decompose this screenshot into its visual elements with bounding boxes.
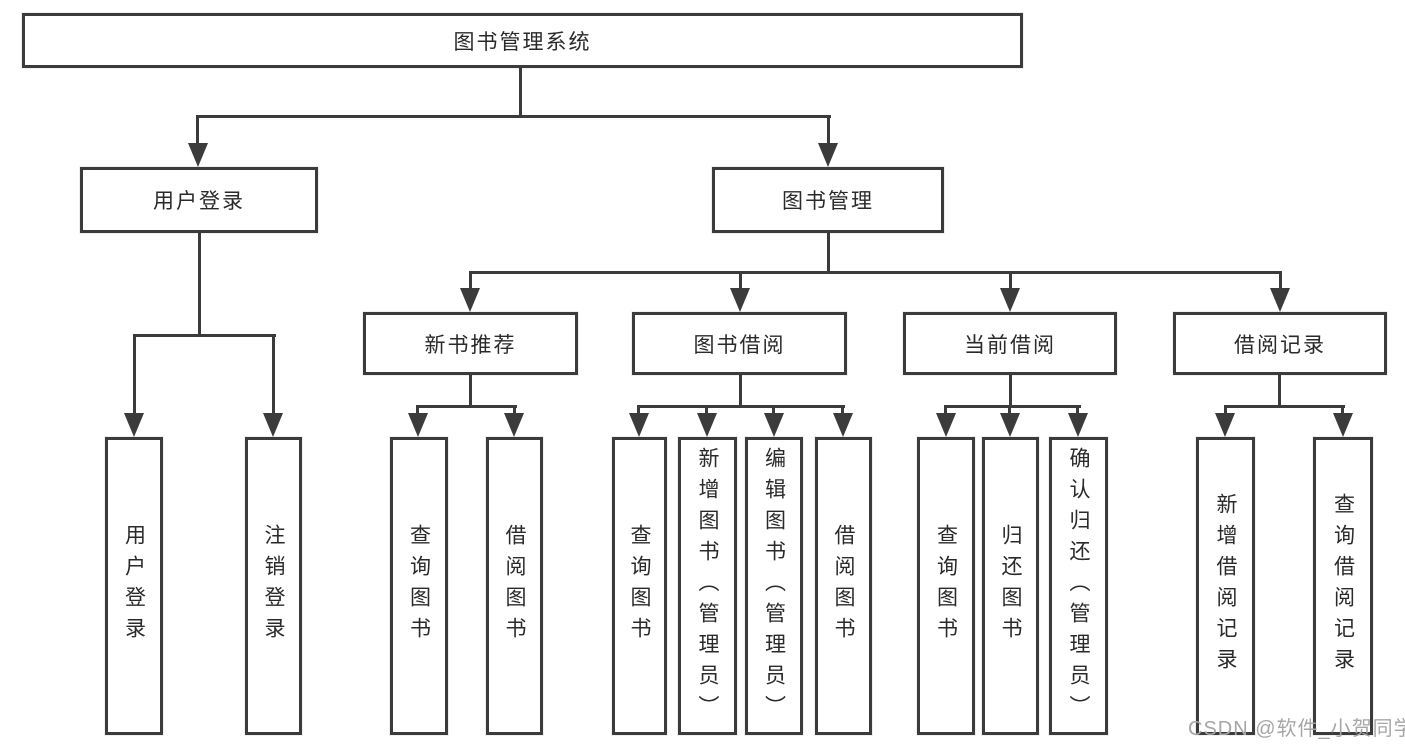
leaf-add-borrow-record: 新增借阅记录 [1196,437,1255,735]
connector-line [827,233,830,273]
arrowhead-down-icon [1333,413,1353,437]
connector-line [944,405,1081,408]
connector-line [469,271,472,291]
csdn-watermark: CSDN @软件_小贺同学 [1188,718,1405,740]
node-borrowing-records: 借阅记录 [1173,312,1387,375]
connector-line [513,405,516,417]
leaf-query-books-borrowing: 查询图书 [612,437,667,735]
node-new-book-recommendation: 新书推荐 [363,312,578,375]
node-label: 图书管理 [782,190,874,213]
node-label: 新增图书（管理员） [696,446,719,726]
connector-line [739,375,742,408]
connector-line [1076,405,1079,417]
connector-line [133,334,136,416]
node-label: 用户登录 [122,524,146,648]
connector-line [705,405,708,417]
connector-line [1009,271,1012,291]
node-label: 当前借阅 [964,333,1056,357]
node-label: 查询图书 [407,524,431,648]
node-library-management-system: 图书管理系统 [22,13,1023,68]
arrowhead-down-icon [1000,413,1020,437]
leaf-borrow-books-recommend: 借阅图书 [486,437,543,735]
connector-line [272,334,275,416]
connector-line [469,271,1281,274]
arrowhead-down-icon [1215,413,1235,437]
arrowhead-down-icon [833,413,853,437]
connector-line [196,115,831,118]
connector-line [1009,375,1012,408]
connector-line [519,68,522,116]
leaf-user-login: 用户登录 [105,437,163,735]
arrowhead-down-icon [408,413,428,437]
leaf-query-borrow-record: 查询借阅记录 [1313,437,1373,735]
leaf-query-books-recommend: 查询图书 [390,437,448,735]
node-book-borrowing: 图书借阅 [632,312,847,375]
connector-line [739,271,742,291]
node-label: 借阅图书 [832,524,855,648]
node-label: 查询图书 [934,524,958,648]
node-label: 注销登录 [262,524,285,648]
connector-line [772,405,775,417]
node-label: 图书借阅 [693,333,786,357]
node-label: 归还图书 [999,524,1022,648]
leaf-logout: 注销登录 [245,437,302,735]
connector-line [637,405,845,408]
arrowhead-down-icon [764,413,784,437]
arrowhead-down-icon [818,143,838,167]
leaf-edit-books-admin: 编辑图书（管理员） [745,437,803,735]
arrowhead-down-icon [629,413,649,437]
node-label: 用户登录 [153,190,245,213]
node-label: 确认归还（管理员） [1067,446,1090,726]
leaf-confirm-return-admin: 确认归还（管理员） [1049,437,1108,735]
connector-line [416,405,419,417]
connector-line [827,115,830,145]
arrowhead-down-icon [263,413,283,437]
arrowhead-down-icon [1270,288,1290,312]
connector-line [1279,271,1282,291]
arrowhead-down-icon [460,288,480,312]
arrowhead-down-icon [1000,288,1020,312]
connector-line [196,115,199,145]
node-label: 新增借阅记录 [1214,493,1237,679]
arrowhead-down-icon [1068,413,1088,437]
node-current-borrowing: 当前借阅 [903,312,1117,375]
connector-line [944,405,947,417]
connector-line [198,233,201,335]
connector-line [417,405,517,408]
node-label: 图书管理系统 [453,30,592,54]
node-label: 借阅图书 [503,524,526,648]
leaf-return-books: 归还图书 [982,437,1039,735]
connector-line [1278,375,1281,408]
arrowhead-down-icon [730,288,750,312]
connector-line [1224,405,1227,417]
leaf-add-books-admin: 新增图书（管理员） [678,437,737,735]
arrowhead-down-icon [124,413,144,437]
connector-line [1341,405,1344,417]
connector-line [1008,405,1011,417]
arrowhead-down-icon [504,413,524,437]
connector-line [637,405,640,417]
leaf-query-books-current: 查询图书 [917,437,975,735]
node-label: 查询图书 [628,524,651,648]
node-label: 查询借阅记录 [1331,493,1355,679]
node-label: 编辑图书（管理员） [762,446,786,726]
connector-line [133,334,276,337]
arrowhead-down-icon [188,143,208,167]
node-label: 新书推荐 [424,333,517,357]
leaf-borrow-books: 借阅图书 [815,437,872,735]
node-book-management: 图书管理 [712,167,944,233]
connector-line [841,405,844,417]
arrowhead-down-icon [936,413,956,437]
arrowhead-down-icon [697,413,717,437]
node-user-login: 用户登录 [80,167,318,233]
connector-line [469,375,472,408]
connector-line [1224,405,1345,408]
node-label: 借阅记录 [1234,333,1326,357]
